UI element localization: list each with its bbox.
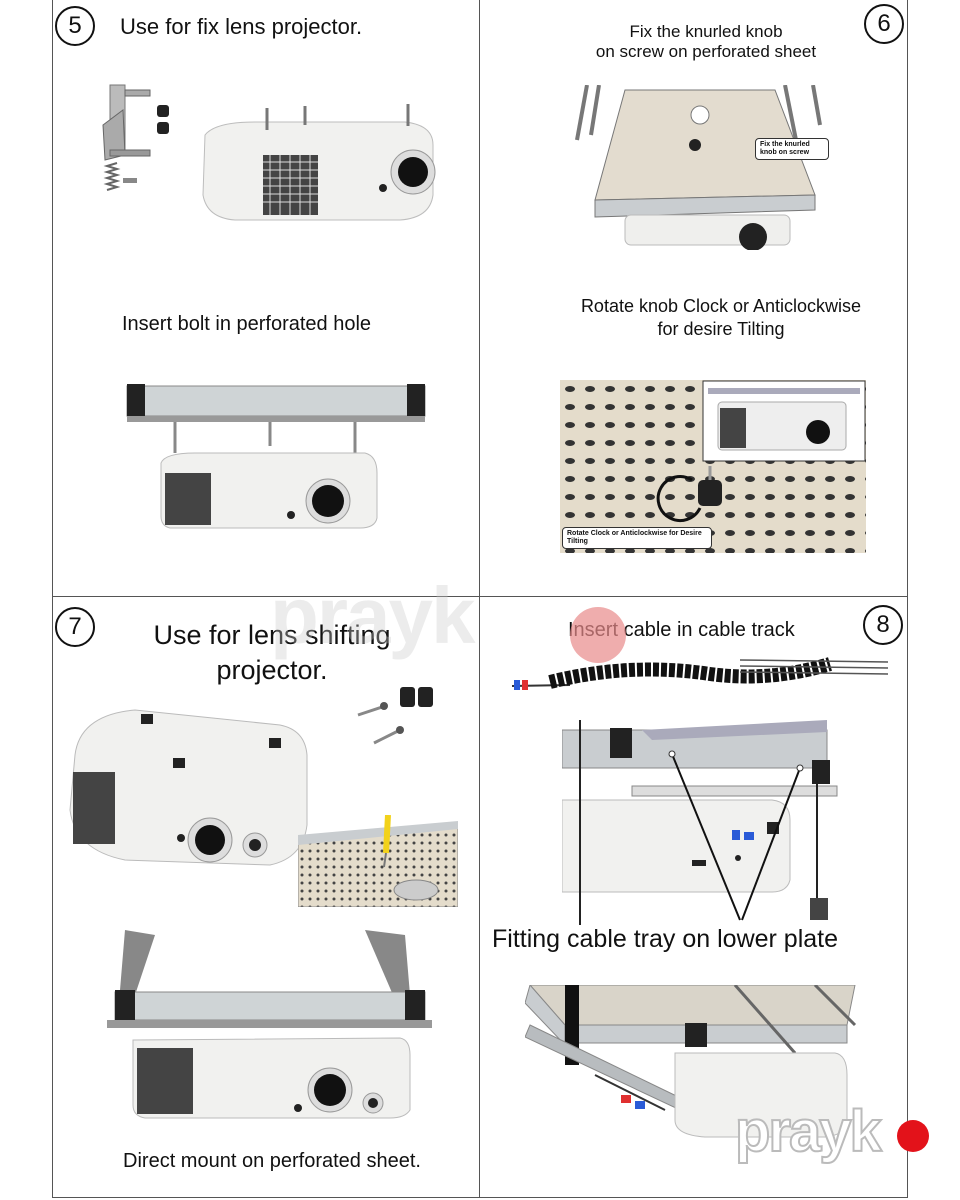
bolts-and-spacers-illustration: [357, 687, 433, 745]
step5-caption: Insert bolt in perforated hole: [122, 313, 372, 335]
step7-caption: Direct mount on perforated sheet.: [123, 1150, 421, 1172]
lens-shift-projector-illustration: [69, 709, 308, 866]
step-number-8: 8: [863, 605, 903, 645]
perforated-sheet-top-illustration: [575, 85, 822, 250]
perforated-corner-screwdriver-illustration: [298, 815, 458, 907]
knob-tilting-illustration: [560, 380, 866, 553]
step6-title-line1: Fix the knurled knob: [629, 22, 783, 41]
brand-logo-dot: [897, 1120, 929, 1152]
brand-logo-text: prayk: [734, 1098, 883, 1165]
step5-title: Use for fix lens projector.: [120, 14, 363, 39]
panel-divider-vertical: [479, 0, 480, 1198]
mount-with-projector-illustration: [126, 384, 426, 529]
step6-caption-line2: for desire Tilting: [657, 319, 785, 339]
step6-callout: Fix the knurled knob on screw: [755, 138, 829, 160]
step6-inset-callout: Rotate Clock or Anticlockwise for Desire…: [562, 527, 712, 549]
tray-fitted-illustration: [525, 985, 857, 1138]
cable-track-illustration: [511, 657, 889, 690]
step7-title-line2: projector.: [216, 655, 328, 685]
step-number-5: 5: [55, 6, 95, 46]
watermark-red-dot: [570, 607, 626, 663]
cable-tray-lower-plate-illustration: [562, 720, 838, 925]
direct-mount-illustration: [107, 930, 432, 1119]
step-number-7: 7: [55, 607, 95, 647]
projector-top-illustration: [202, 104, 436, 221]
bracket-parts-illustration: [102, 84, 169, 191]
step-number-6: 6: [864, 4, 904, 44]
watermark-text: prayk: [270, 571, 475, 660]
step6-title-line2: on screw on perforated sheet: [595, 42, 817, 61]
step6-caption-line1: Rotate knob Clock or Anticlockwise: [580, 296, 862, 316]
brand-logo: prayk: [734, 1098, 883, 1165]
step8-caption: Fitting cable tray on lower plate: [492, 925, 839, 953]
instruction-sheet: [52, 0, 908, 1198]
step7-title-line1: Use for lens shifting: [153, 620, 391, 650]
panel-divider-horizontal: [52, 596, 908, 597]
